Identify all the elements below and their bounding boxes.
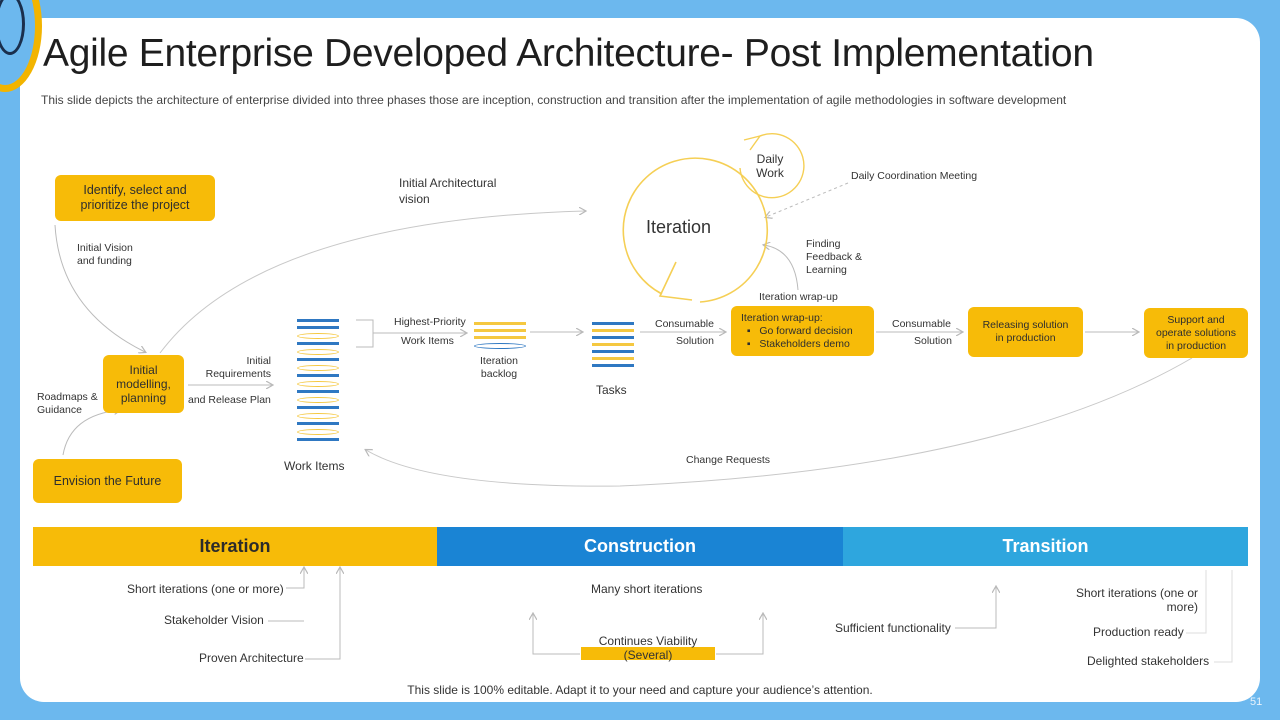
modelling-box-text: Initial modelling, planning: [116, 363, 171, 405]
stakeholder-vision-label: Stakeholder Vision: [164, 613, 264, 627]
wrapup-box-title: Iteration wrap-up:: [741, 312, 823, 324]
iteration-backlog-label: Iteration backlog: [480, 355, 518, 380]
continues-viability-highlight: [581, 647, 715, 660]
solution-label-1: Solution: [676, 335, 714, 347]
wrapup-item-2: ▪ Stakeholders demo: [741, 338, 850, 350]
phase-construction-label: Construction: [584, 536, 696, 556]
slide-title: Agile Enterprise Developed Architecture-…: [43, 32, 1094, 75]
wrapup-item-1-text: Go forward decision: [759, 325, 853, 337]
phase-iteration-label: Iteration: [199, 536, 271, 556]
work-items-stack-icon: [297, 319, 339, 445]
continues-viability-label: Continues Viability(Several): [581, 634, 715, 662]
iteration-cycle-label: Iteration: [646, 217, 712, 237]
roadmaps-label: Roadmaps & Guidance: [37, 391, 98, 416]
many-short-iterations-label: Many short iterations: [591, 582, 703, 596]
phase-band-construction: Construction: [437, 527, 843, 566]
envision-future-box: Envision the Future: [33, 459, 182, 503]
releasing-box-text: Releasing solution in production: [982, 319, 1069, 344]
iteration-wrapup-box: Iteration wrap-up: ▪ Go forward decision…: [731, 306, 874, 356]
tasks-label: Tasks: [596, 383, 627, 397]
wrapup-item-1: ▪ Go forward decision: [741, 325, 853, 337]
support-box-text: Support and operate solutions in product…: [1156, 313, 1236, 352]
initial-requirements-label: Initial Requirements: [205, 355, 271, 380]
sufficient-functionality-label: Sufficient functionality: [835, 621, 951, 635]
proven-architecture-label: Proven Architecture: [199, 651, 304, 665]
consumable-label-2: Consumable: [892, 318, 951, 330]
initial-arch-vision-label: Initial Architectural vision: [399, 176, 497, 206]
iteration-wrapup-label: Iteration wrap-up: [759, 291, 838, 303]
short-iterations-label: Short iterations (one or more): [127, 582, 284, 596]
initial-modelling-box: Initial modelling, planning: [103, 355, 184, 413]
page-number: 51: [1250, 696, 1263, 708]
finding-feedback-label: Finding Feedback & Learning: [806, 238, 863, 276]
phase-transition-label: Transition: [1002, 536, 1089, 556]
daily-work-label: Daily Work: [756, 152, 784, 180]
highest-priority-label: Highest-Priority: [394, 316, 466, 328]
short-iterations-transition-label: Short iterations (one or more): [1075, 586, 1198, 614]
delighted-stakeholders-label: Delighted stakeholders: [1087, 654, 1210, 668]
identify-box-text: Identify, select and prioritize the proj…: [80, 183, 190, 212]
solution-label-2: Solution: [914, 335, 952, 347]
change-requests-label: Change Requests: [686, 454, 771, 466]
support-operate-box: Support and operate solutions in product…: [1144, 308, 1248, 358]
slide-subtitle: This slide depicts the architecture of e…: [41, 93, 1067, 107]
iteration-backlog-icon: [474, 322, 526, 352]
work-items-small-label: Work Items: [401, 335, 454, 347]
work-items-label: Work Items: [284, 459, 345, 473]
tasks-stack-icon: [592, 322, 634, 371]
phase-band-iteration: Iteration: [33, 527, 437, 566]
wrapup-item-2-text: Stakeholders demo: [759, 338, 850, 350]
daily-coordination-label: Daily Coordination Meeting: [851, 170, 978, 182]
consumable-label-1: Consumable: [655, 318, 714, 330]
footer-note: This slide is 100% editable. Adapt it to…: [407, 683, 873, 697]
continues-viability-text: Continues Viability: [598, 634, 698, 648]
production-ready-label: Production ready: [1093, 625, 1184, 639]
envision-box-text: Envision the Future: [53, 474, 162, 488]
identify-select-prioritize-box: Identify, select and prioritize the proj…: [55, 175, 215, 221]
releasing-solution-box: Releasing solution in production: [968, 307, 1083, 357]
slide-card: [20, 18, 1260, 702]
release-plan-label: and Release Plan: [188, 394, 271, 406]
initial-vision-label: Initial Vision and funding: [77, 242, 133, 267]
several-text: (Several): [623, 648, 673, 662]
phase-band-transition: Transition: [843, 527, 1248, 566]
